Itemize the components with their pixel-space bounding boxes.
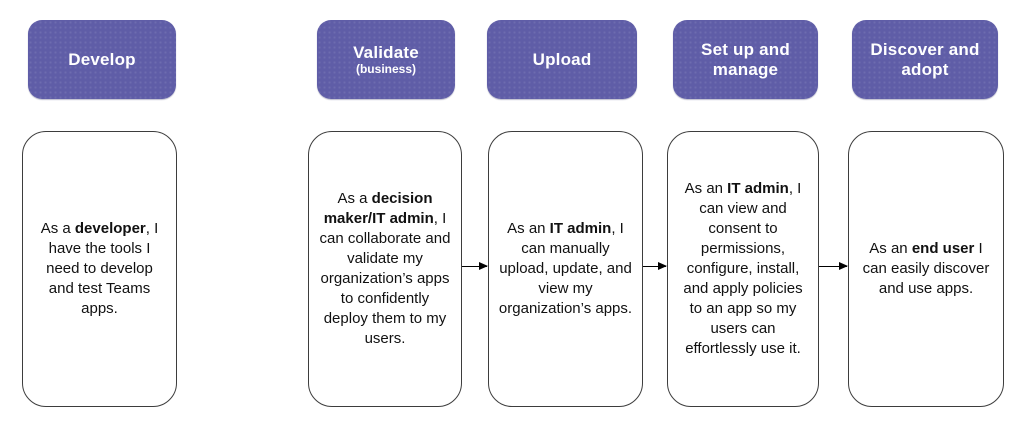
stage-card-setup-manage-text: As an IT admin, I can view and consent t…: [683, 180, 803, 357]
stage-header-validate: Validate (business): [317, 20, 455, 99]
stage-header-upload: Upload: [487, 20, 637, 99]
stage-header-upload-label: Upload: [532, 49, 592, 69]
stage-header-setup-manage-label: Set up and manage: [701, 39, 790, 79]
stage-header-develop-label: Develop: [68, 49, 136, 69]
stage-card-develop-text: As a developer, I have the tools I need …: [40, 220, 159, 317]
stage-card-upload-text: As an IT admin, I can manually upload, u…: [498, 220, 633, 317]
stage-card-upload: As an IT admin, I can manually upload, u…: [488, 131, 643, 407]
arrow-setup-to-discover: [819, 261, 848, 270]
stage-header-setup-manage: Set up and manage: [673, 20, 818, 99]
stage-header-discover-adopt: Discover and adopt: [852, 20, 998, 99]
arrow-right-icon: [839, 261, 848, 270]
stage-card-discover-adopt: As an end user I can easily discover and…: [848, 131, 1004, 407]
stage-header-develop: Develop: [28, 20, 176, 99]
stage-header-validate-sublabel: (business): [355, 62, 416, 77]
stage-card-validate-text: As a decision maker/IT admin, I can coll…: [319, 190, 451, 347]
stage-header-discover-adopt-label: Discover and adopt: [870, 39, 980, 79]
arrow-right-icon: [479, 261, 488, 270]
stage-card-validate: As a decision maker/IT admin, I can coll…: [308, 131, 462, 407]
arrow-validate-to-upload: [462, 261, 488, 270]
arrow-upload-to-setup: [643, 261, 667, 270]
stage-card-discover-adopt-text: As an end user I can easily discover and…: [862, 240, 990, 297]
stage-card-develop: As a developer, I have the tools I need …: [22, 131, 177, 407]
stage-card-setup-manage: As an IT admin, I can view and consent t…: [667, 131, 819, 407]
arrow-right-icon: [658, 261, 667, 270]
stage-header-validate-label: Validate: [353, 42, 419, 62]
